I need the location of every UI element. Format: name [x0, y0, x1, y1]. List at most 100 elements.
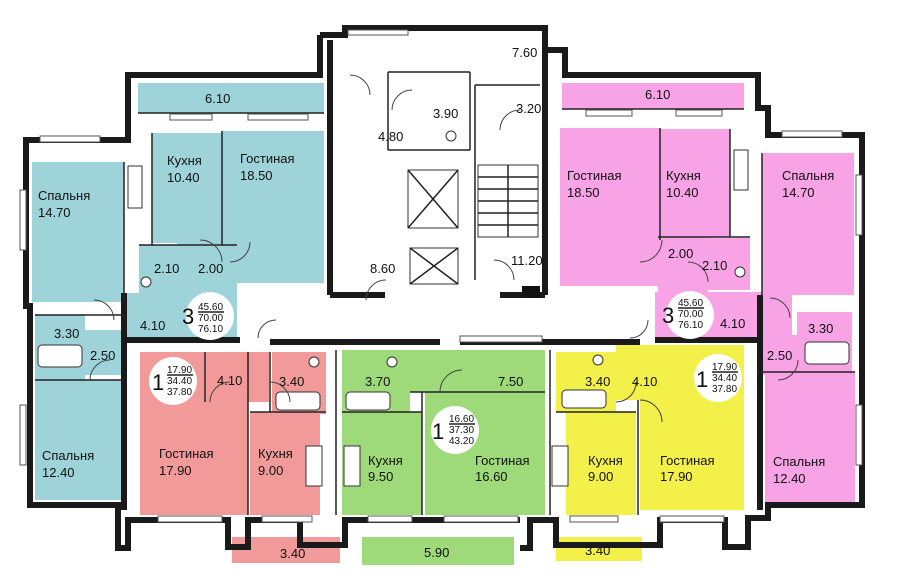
- yellow-kitchen-name: Кухня: [588, 453, 623, 468]
- yellow-balcony-area: 3.40: [585, 543, 610, 558]
- pink-loggia-area: 6.10: [645, 87, 670, 102]
- yellow-living-name: Гостиная: [660, 453, 715, 468]
- blue-bedroom-1: [32, 162, 124, 302]
- pink-kitchen-area: 10.40: [666, 185, 699, 200]
- pink-living: [560, 128, 660, 286]
- pink-bath: [708, 238, 750, 290]
- pink-bath-area: 2.10: [702, 258, 727, 273]
- red-labels: 4.10 3.40 Гостиная 17.90 Кухня 9.00 3.40: [159, 373, 305, 561]
- badge-living-area: 45.60: [198, 302, 223, 313]
- badge-area-with-balcony: 76.10: [198, 324, 223, 335]
- bathtub-icon: [804, 341, 850, 365]
- blue-living-name: Гостиная: [240, 151, 295, 166]
- bathtub-icon: [37, 344, 83, 368]
- bathtub-icon: [561, 389, 607, 409]
- blue-bed2-name: Спальня: [42, 448, 94, 463]
- windows: [19, 29, 863, 523]
- red-kitchen-name: Кухня: [258, 446, 293, 461]
- pink-corridor-area: 4.10: [720, 316, 745, 331]
- green-living-area: 16.60: [475, 469, 508, 484]
- red-hall-area: 4.10: [217, 373, 242, 388]
- yellow-kitchen-area: 9.00: [588, 469, 613, 484]
- badge-living-area: 17.90: [712, 362, 737, 373]
- pink-bed1-name: Спальня: [782, 168, 834, 183]
- blue-kitchen-area: 10.40: [167, 170, 200, 185]
- badge-rooms: 1: [432, 419, 444, 444]
- pink-loggia: [562, 83, 744, 109]
- lobby-upper-area: 7.60: [512, 45, 537, 60]
- yellow-labels: 3.40 4.10 Кухня 9.00 Гостиная 17.90 3.40: [585, 374, 715, 558]
- pink-living-area: 18.50: [567, 185, 600, 200]
- bathtub-icon: [345, 391, 391, 411]
- red-living-area: 17.90: [159, 463, 192, 478]
- stove-icon: [733, 149, 749, 191]
- green-living-name: Гостиная: [475, 453, 530, 468]
- pink-closet: [757, 335, 797, 375]
- stove-icon: [343, 445, 361, 487]
- badge-total-area: 70.00: [198, 313, 223, 324]
- stove-icon: [305, 445, 323, 487]
- badge-total-area: 70.00: [678, 309, 703, 320]
- badge-living-area: 45.60: [678, 298, 703, 309]
- yellow-hall-area: 4.10: [632, 374, 657, 389]
- blue-living: [222, 131, 324, 283]
- blue-bed1-area: 14.70: [38, 205, 71, 220]
- badge-area-with-balcony: 43.20: [449, 436, 474, 447]
- blue-bath-area: 2.10: [154, 261, 179, 276]
- badge-area-with-balcony: 37.80: [167, 387, 192, 398]
- yellow-living-area: 17.90: [660, 469, 693, 484]
- toilet-icon: [140, 276, 152, 288]
- badge-area-with-balcony: 37.80: [712, 384, 737, 395]
- toilet-icon: [386, 356, 398, 368]
- green-hall: [410, 350, 545, 392]
- green-balcony: [362, 537, 514, 565]
- pink-apartment: [560, 83, 855, 505]
- blue-loggia-area: 6.10: [205, 91, 230, 106]
- blue-kitchen-name: Кухня: [167, 153, 202, 168]
- red-hall: [205, 352, 269, 402]
- badge-rooms: 3: [662, 303, 674, 328]
- pink-apartment-badge: 3 45.60 70.00 76.10: [662, 291, 714, 339]
- blue-living-area: 18.50: [240, 168, 273, 183]
- lobby-left-area: 8.60: [370, 261, 395, 276]
- green-apartment-badge: 1 16.60 37.30 43.20: [431, 406, 479, 454]
- pink-hall: [658, 237, 708, 292]
- badge-total-area: 34.40: [167, 376, 192, 387]
- blue-corridor-area: 4.10: [140, 318, 165, 333]
- pink-closet-area: 2.50: [767, 348, 792, 363]
- pink-bedroom-1: [762, 153, 854, 295]
- green-hall-area: 7.50: [498, 374, 523, 389]
- pink-bedroom-2: [765, 372, 855, 505]
- blue-kitchen: [152, 133, 222, 243]
- red-kitchen-area: 9.00: [258, 463, 283, 478]
- blue-bed2-area: 12.40: [42, 465, 75, 480]
- stair-landing-area: 3.20: [516, 101, 541, 116]
- badge-total-area: 34.40: [712, 373, 737, 384]
- badge-living-area: 17.90: [167, 365, 192, 376]
- blue-bedroom-2: [35, 380, 125, 500]
- blue-closet-area: 2.50: [90, 348, 115, 363]
- badge-rooms: 3: [182, 304, 194, 329]
- yellow-kitchen: [566, 412, 636, 515]
- blue-apartment: [32, 83, 324, 500]
- stove-icon: [551, 445, 569, 487]
- badge-total-area: 37.30: [449, 425, 474, 436]
- blue-apartment-badge: 3 45.60 70.00 76.10: [182, 292, 234, 340]
- blue-hall: [177, 243, 237, 293]
- green-labels: 3.70 7.50 Кухня 9.50 Гостиная 16.60 5.90: [365, 374, 530, 560]
- blue-hall-area: 2.00: [198, 261, 223, 276]
- pink-bed1-area: 14.70: [782, 185, 815, 200]
- red-bath-area: 3.40: [279, 374, 304, 389]
- pink-kitchen-name: Кухня: [666, 168, 701, 183]
- stair-area: 11.20: [511, 253, 543, 268]
- toilet-icon: [308, 356, 320, 368]
- badge-underlines: [167, 307, 738, 425]
- shaft-block: [522, 286, 540, 298]
- badge-area-with-balcony: 76.10: [678, 320, 703, 331]
- blue-wc-area: 3.30: [54, 326, 79, 341]
- pink-hall-area: 2.00: [668, 246, 693, 261]
- red-apartment-badge: 1 17.90 34.40 37.80: [149, 357, 197, 405]
- red-living-name: Гостиная: [159, 446, 214, 461]
- yellow-apartment-badge: 1 17.90 34.40 37.80: [694, 354, 742, 402]
